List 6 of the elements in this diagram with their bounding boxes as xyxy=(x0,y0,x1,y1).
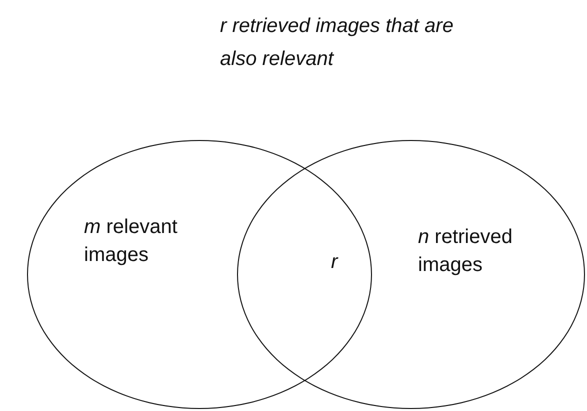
intersection-label: r xyxy=(331,250,338,275)
set-label: m relevant images xyxy=(84,215,178,268)
set-label: n retrieved images xyxy=(418,225,514,278)
caption-note: r retrieved images that are also relevant xyxy=(220,14,454,72)
venn-circle xyxy=(27,140,372,409)
venn-circle xyxy=(237,140,585,409)
